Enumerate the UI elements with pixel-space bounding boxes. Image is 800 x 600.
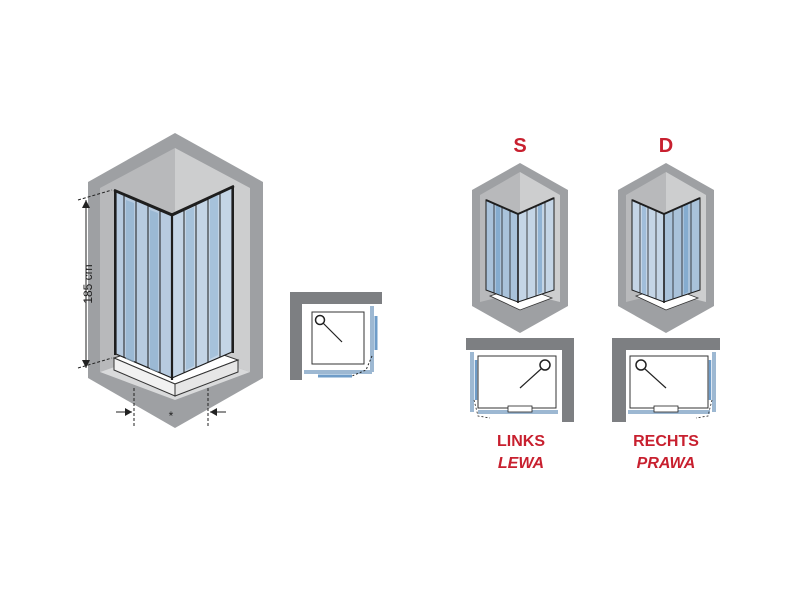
left-glass-panels	[115, 191, 173, 379]
variant-d: D	[612, 135, 720, 472]
variant-d-plan	[612, 338, 720, 422]
variant-d-glass	[631, 197, 701, 303]
plan-glass	[304, 306, 378, 378]
variant-s-label-de: LINKS	[497, 433, 545, 450]
width-dimension: *	[116, 388, 226, 426]
plan-walls	[290, 292, 382, 380]
plan-drain	[314, 314, 326, 326]
variant-s-plan	[466, 338, 574, 422]
right-glass-panels	[171, 187, 233, 379]
variant-d-label-de: RECHTS	[633, 433, 699, 450]
variant-s-glass	[485, 197, 555, 303]
main-enclosure-diagram: 185 cm *	[77, 133, 263, 428]
variant-s: S	[466, 135, 574, 472]
plan-view-diagram	[290, 292, 382, 380]
variant-d-letter: D	[659, 135, 673, 157]
width-marker: *	[169, 409, 174, 423]
height-dimension: 185 cm	[77, 189, 113, 369]
variant-s-letter: S	[513, 135, 526, 157]
height-label: 185 cm	[81, 264, 95, 303]
variant-s-label-pl: LEWA	[498, 455, 544, 472]
top-rail-left	[113, 188, 174, 217]
shower-tray-front-right	[174, 359, 239, 397]
variant-d-label-pl: PRAWA	[637, 455, 696, 472]
top-rail-right	[170, 184, 235, 217]
